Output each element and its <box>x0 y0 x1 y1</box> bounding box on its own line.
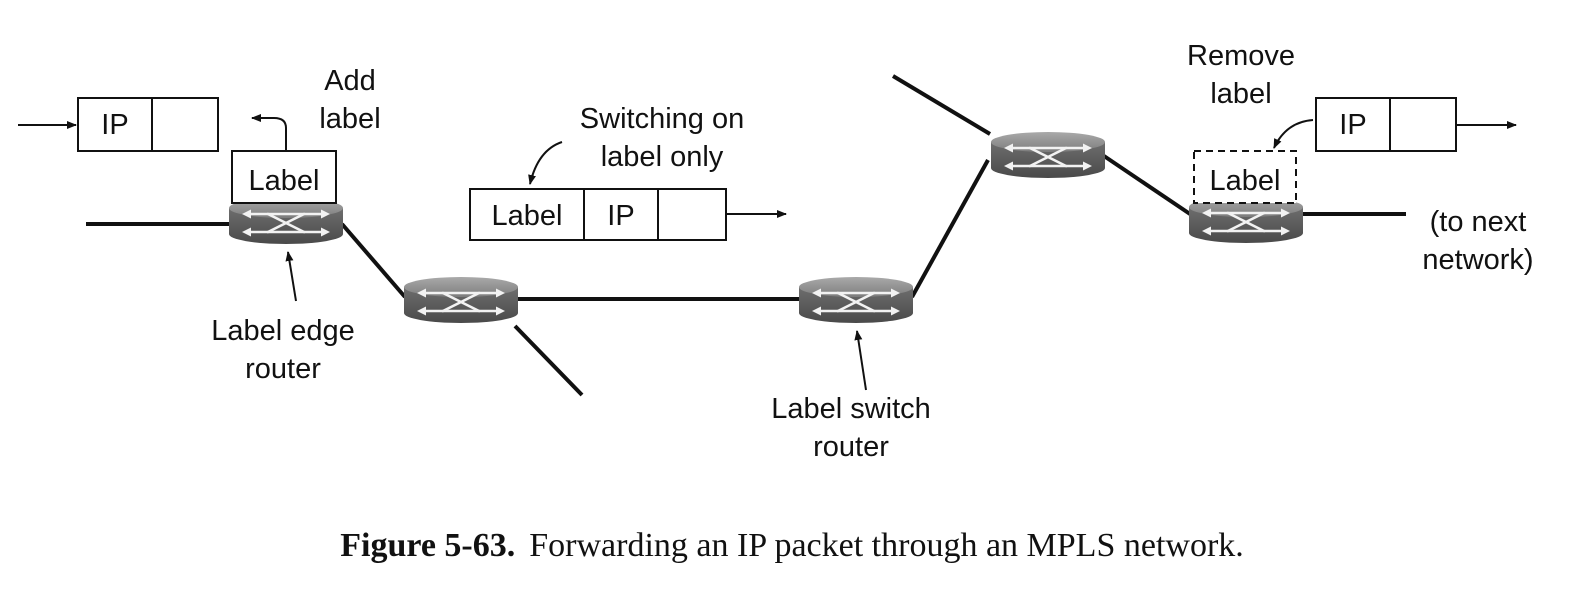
switch-router-text-2: router <box>813 431 889 463</box>
outgoing-ip-packet: IP <box>1315 97 1517 152</box>
label-switch-router-icon <box>797 275 915 325</box>
remove-label-annotation: Remove label Label <box>1187 40 1314 204</box>
label-edge-router-annotation: Label edge router <box>211 251 355 385</box>
remove-label-text-2: label <box>1210 78 1271 110</box>
label-header-text: Label <box>249 165 320 197</box>
switch-router-text-1: Label switch <box>771 393 931 425</box>
packet-label-text: Label <box>492 200 563 232</box>
add-label-text-2: label <box>319 103 380 135</box>
add-label-text-1: Add <box>324 65 376 97</box>
router-icon-1 <box>402 275 520 325</box>
switching-text-1: Switching on <box>580 103 744 135</box>
figure-caption-text: Forwarding an IP packet through an MPLS … <box>529 527 1244 564</box>
edge-router-text-1: Label edge <box>211 315 355 347</box>
figure-number: Figure 5-63. <box>340 527 515 564</box>
label-edge-router-ingress-icon <box>227 196 345 246</box>
ip-header-text: IP <box>101 109 128 141</box>
router-icon-2 <box>989 130 1107 180</box>
packet-ip-text: IP <box>607 200 634 232</box>
next-network-text-2: network) <box>1422 244 1533 276</box>
edge-router-text-2: router <box>245 353 321 385</box>
figure-caption: Figure 5-63. Forwarding an IP packet thr… <box>340 527 1244 564</box>
label-switch-router-annotation: Label switch router <box>771 330 931 463</box>
add-label-annotation: Label Add label <box>231 65 381 204</box>
removed-label-text: Label <box>1210 165 1281 197</box>
incoming-ip-packet: IP <box>18 97 219 152</box>
outgoing-ip-text: IP <box>1339 109 1366 141</box>
labeled-packet: Switching on label only Label IP <box>469 103 787 241</box>
network-links <box>86 74 1406 397</box>
next-network-annotation: (to next network) <box>1422 206 1533 276</box>
remove-label-text-1: Remove <box>1187 40 1295 72</box>
switching-text-2: label only <box>601 141 724 173</box>
next-network-text-1: (to next <box>1430 206 1527 238</box>
